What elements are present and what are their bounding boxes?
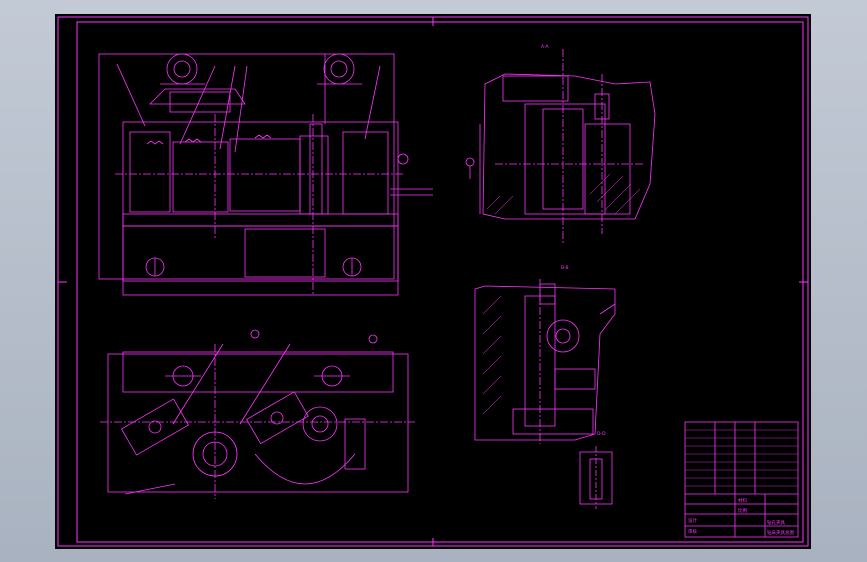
- title-block-drawing-title: 钻孔夹具: [767, 519, 785, 526]
- section-dd-label: D-D: [597, 431, 606, 437]
- detail-dd-view: [579, 446, 613, 509]
- title-block-material: 材料: [738, 497, 747, 504]
- plan-view: [100, 329, 415, 499]
- outer-border: [57, 16, 809, 547]
- title-block-scale: 比例: [738, 507, 747, 514]
- inner-frame: [76, 21, 804, 543]
- section-bb-view: [474, 279, 616, 444]
- title-block-part-name: 钻床夹具总图: [767, 529, 794, 536]
- section-aa-label: A-A: [541, 44, 550, 50]
- title-block-designer: 设计: [688, 517, 697, 524]
- drawing-canvas: B-B A-A D-D 钻孔夹具 钻床夹具总图 比例 材料 设计 审核: [57, 16, 809, 547]
- drawing-sheet[interactable]: B-B A-A D-D 钻孔夹具 钻床夹具总图 比例 材料 设计 审核: [55, 14, 811, 549]
- title-block-checker: 审核: [688, 528, 697, 535]
- main-front-view: [98, 53, 433, 296]
- section-bb-label: B-B: [561, 265, 569, 271]
- section-aa-view: [465, 49, 656, 244]
- title-block: [684, 421, 799, 538]
